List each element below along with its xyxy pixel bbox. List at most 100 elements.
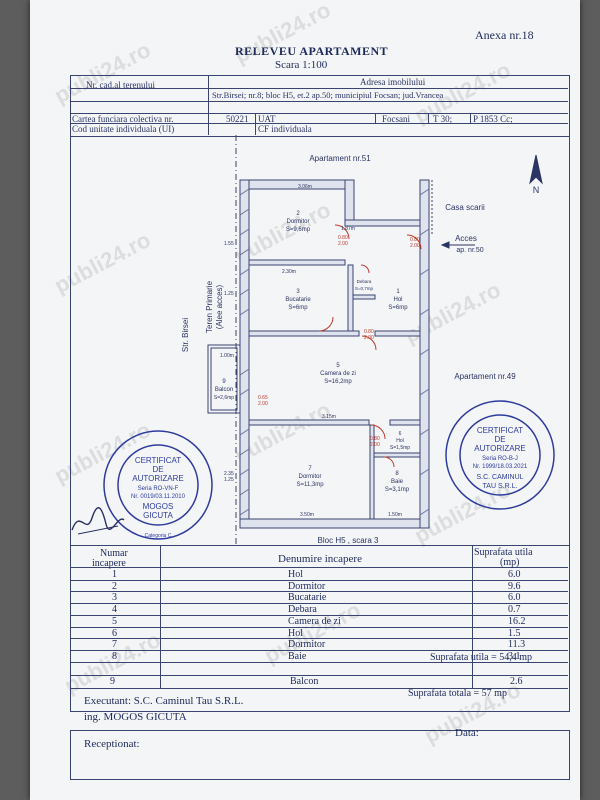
table-cell-number: 4 [112,604,117,616]
stamp-text: AUTORIZARE [132,474,183,483]
table-cell-number: 2 [112,580,117,592]
table-cell-area: 3.1 [508,650,521,662]
block-label: Bloc H5 , scara 3 [318,536,379,545]
table-row-divider [70,603,568,605]
room-area: S=2,6mp [214,395,234,401]
table-cell-name: Debara [288,604,317,616]
reception-box [70,730,570,780]
room-area: S=9,6mp [286,227,311,233]
table-cell-name: Baie [288,650,307,662]
stamp-text: TAU S.R.L. [483,483,518,490]
table-header: Suprafata utila [474,547,533,558]
door-text: 0.80 [338,235,348,241]
table-header: Numar [100,548,128,559]
carte-label: Cartea funciara colectiva nr. [72,114,174,124]
stamp-text: Nr. 0019/03.11.2010 [131,494,186,500]
table-cell-area: 9.6 [508,580,521,592]
room-name: Dormitor [286,219,309,225]
table-cell-number: 6 [112,627,117,639]
stamp-right: CERTIFICAT DE AUTORIZARE Seria RO-B-J Nr… [445,400,555,510]
stamp-text: Seria RO-B-J [482,456,518,462]
door-text: 2.00 [410,243,420,249]
room-name: Baie [391,479,404,485]
room-name: Camera de zi [320,371,356,377]
dim-text: 3.15m [322,414,336,420]
door-text: 0.80 [364,329,374,335]
nr-cad-label: Nr. cad.al terenului [86,80,155,90]
table-cell-area: 6.0 [508,569,521,580]
dim-text: 2.35 [224,471,234,477]
stamp-text: Seria RO-VN-F [138,486,179,492]
land-label-2: (Alee acces) [215,284,224,329]
table-row-divider [70,591,568,593]
table-row-divider [70,661,568,663]
table-cell: Balcon [290,676,319,687]
table-row-divider [70,638,568,640]
dim-text: 2.30m [282,269,296,275]
table-cell-name: Hol [288,627,303,639]
room-area: S=16,2mp [324,379,352,385]
total-area: Suprafata totala = 57 mp [408,688,507,699]
table-cell-number: 7 [112,639,117,651]
table-cell-area: 1.5 [508,627,521,639]
room-area: S=3,1mp [385,487,410,493]
room-area: S=6mp [288,305,308,311]
table-cell-number: 1 [112,569,117,580]
table-cell-name: Dormitor [288,580,326,592]
stamp-text: Categoria C [145,533,172,539]
dim-text: 3.06m [298,184,312,190]
executant: Executant: S.C. Caminul Tau S.R.L. [84,695,244,707]
adresa-label: Adresa imobilului [360,77,426,87]
data-label: Data: [455,727,479,739]
uat-label: UAT [258,114,276,124]
table-header: (mp) [500,557,520,568]
door-text: 2.00 [370,442,380,448]
table-row-divider [70,626,568,628]
room-number: 8 [395,471,399,477]
stamp-text: Nr. 1999/18.03.2021 [473,464,528,470]
p-value: P 1853 Cc; [473,114,513,124]
door-text: 2.00 [338,241,348,247]
street-label: Str. Birsei [181,318,190,352]
room-name: Bucatarie [285,297,311,303]
table-cell: 2.6 [510,676,523,687]
room-number: 6 [399,431,402,437]
north-label: N [533,185,540,195]
land-label: Teren Primarie [205,280,214,333]
dim-text: 1.25 [224,477,234,483]
room-area: S=11,3mp [296,482,324,488]
access-label: Acces [455,234,477,243]
annex-number: Anexa nr.18 [475,28,534,42]
dim-text: 1.25 [224,291,234,297]
neighbor-right: Apartament nr.49 [454,372,516,381]
engineer: ing. MOGOS GICUTA [84,711,187,723]
table-row-divider [70,579,568,581]
stamp-text: DE [152,465,163,474]
cod-label: Cod unitate individuala (UI) [72,124,175,134]
room-number: 7 [308,466,312,472]
table-cell: 9 [110,676,115,687]
dim-text: 1.50m [388,512,402,518]
rooms-table [70,545,570,712]
table-row-divider [70,614,568,616]
room-name: Hol [396,438,404,444]
room-area: S=1,5mp [390,445,410,451]
door-text: 0.65 [258,395,268,401]
dim-text: 3.50m [300,512,314,518]
stamp-text: AUTORIZARE [474,444,525,453]
page-scale: Scara 1:100 [275,59,328,71]
table-cell-number: 5 [112,615,117,627]
access-ap-label: ap. nr.50 [456,247,483,254]
stamp-text: CERTIFICAT [477,426,523,435]
door-text: 0.80 [370,436,380,442]
room-name: Dormitor [298,474,321,480]
dim-text: 1.55 [224,241,234,247]
table-cell-name: Bucatarie [288,592,327,604]
room-area: S=6mp [388,305,408,311]
room-number: 3 [296,289,300,295]
table-header: incapere [92,558,126,569]
room-name: Balcon [215,387,233,393]
room-area: S=0,7mp [355,286,374,291]
stamp-text: GICUTA [143,511,173,520]
room-number: 5 [336,363,340,369]
